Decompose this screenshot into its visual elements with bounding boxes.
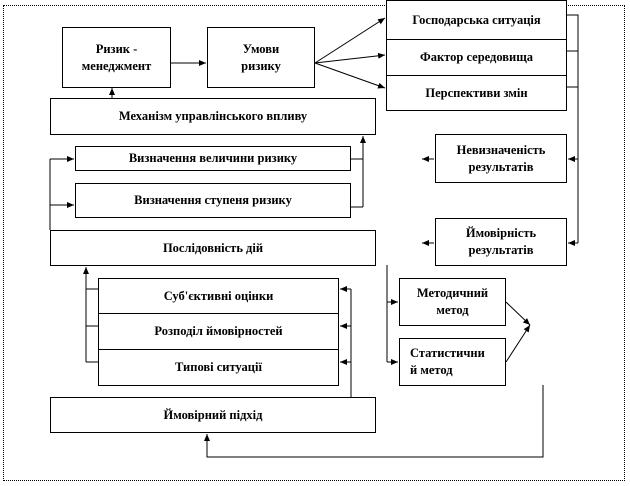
environment-factor-label: Фактор середовища bbox=[419, 50, 534, 65]
risk-management-label: Ризик - менеджмент bbox=[81, 41, 152, 73]
change-prospects-label: Перспективи змін bbox=[425, 85, 528, 100]
risk-management-box: Ризик - менеджмент bbox=[62, 27, 171, 88]
uncertainty-label: Невизначеність результатів bbox=[456, 142, 546, 174]
probability-distribution-label: Розподіл ймовірностей bbox=[154, 324, 283, 339]
methodical-method-label: Методичний метод bbox=[416, 286, 489, 317]
probability-label: Ймовірність результатів bbox=[465, 226, 537, 257]
methodical-method-box: Методичний метод bbox=[399, 278, 506, 326]
environment-factor-box: Фактор середовища bbox=[386, 39, 567, 76]
economic-situation-box: Господарська ситуація bbox=[386, 0, 567, 40]
typical-situations-label: Типові ситуації bbox=[175, 360, 262, 375]
economic-situation-label: Господарська ситуація bbox=[412, 12, 541, 27]
uncertainty-box: Невизначеність результатів bbox=[435, 134, 567, 183]
mechanism-box: Механізм управлінського впливу bbox=[50, 98, 376, 135]
sequence-box: Послідовність дій bbox=[50, 230, 376, 266]
mechanism-label: Механізм управлінського впливу bbox=[118, 109, 308, 124]
risk-value-label: Визначення величини ризику bbox=[128, 151, 298, 166]
probability-box: Ймовірність результатів bbox=[435, 218, 567, 266]
sequence-label: Послідовність дій bbox=[162, 240, 264, 255]
arrow-to-environment bbox=[314, 52, 386, 64]
risk-value-box: Визначення величини ризику bbox=[75, 146, 351, 171]
risk-conditions-box: Умови ризику bbox=[207, 27, 315, 88]
risk-degree-box: Визначення ступеня ризику bbox=[75, 183, 351, 218]
statistical-method-box: Статистичний метод bbox=[399, 338, 506, 386]
change-prospects-box: Перспективи змін bbox=[386, 75, 567, 111]
probabilistic-approach-label: Ймовірний підхід bbox=[163, 407, 263, 422]
probabilistic-approach-box: Ймовірний підхід bbox=[50, 397, 376, 433]
statistical-method-label: Статистичний метод bbox=[410, 346, 485, 377]
diagram-frame bbox=[3, 5, 625, 481]
arrow-to-economic bbox=[314, 17, 386, 64]
right-bus bbox=[567, 14, 579, 243]
risk-conditions-label: Умови ризику bbox=[241, 41, 281, 73]
feedback-loop bbox=[204, 385, 544, 458]
subjective-estimates-label: Суб'єктивні оцінки bbox=[163, 288, 274, 303]
arrow-to-prospects bbox=[314, 62, 386, 89]
probability-distribution-box: Розподіл ймовірностей bbox=[98, 313, 339, 350]
typical-situations-box: Типові ситуації bbox=[98, 349, 339, 386]
subjective-estimates-box: Суб'єктивні оцінки bbox=[98, 278, 339, 314]
risk-degree-label: Визначення ступеня ризику bbox=[134, 193, 292, 208]
